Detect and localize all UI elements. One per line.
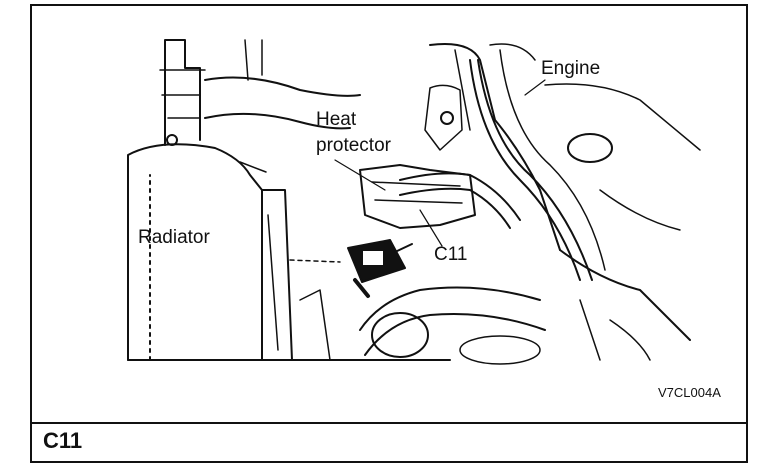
- radiator-cap-drawing: [159, 39, 206, 146]
- radiator-drawing: [127, 143, 293, 361]
- caption-divider: [30, 422, 748, 424]
- shroud-drawing: [127, 259, 451, 361]
- radiator-label: Radiator: [138, 227, 210, 248]
- figure-frame: [30, 4, 748, 463]
- figure-code: V7CL004A: [658, 385, 721, 400]
- upper-hose-drawing: [204, 39, 361, 130]
- heat-protector-label-line1: Heat: [316, 109, 357, 130]
- leader-lines: [334, 79, 546, 247]
- c11-connector-drawing: [347, 239, 413, 298]
- wire-harness-drawing: [399, 49, 606, 281]
- engine-drawing: [429, 43, 701, 361]
- connector-label: C11: [434, 244, 468, 265]
- heat-protector-drawing: [359, 84, 476, 229]
- lower-pipe-drawing: [359, 286, 546, 365]
- engine-label: Engine: [541, 58, 601, 79]
- figure-caption: C11: [43, 428, 83, 453]
- heat-protector-label-line2: protector: [316, 135, 391, 156]
